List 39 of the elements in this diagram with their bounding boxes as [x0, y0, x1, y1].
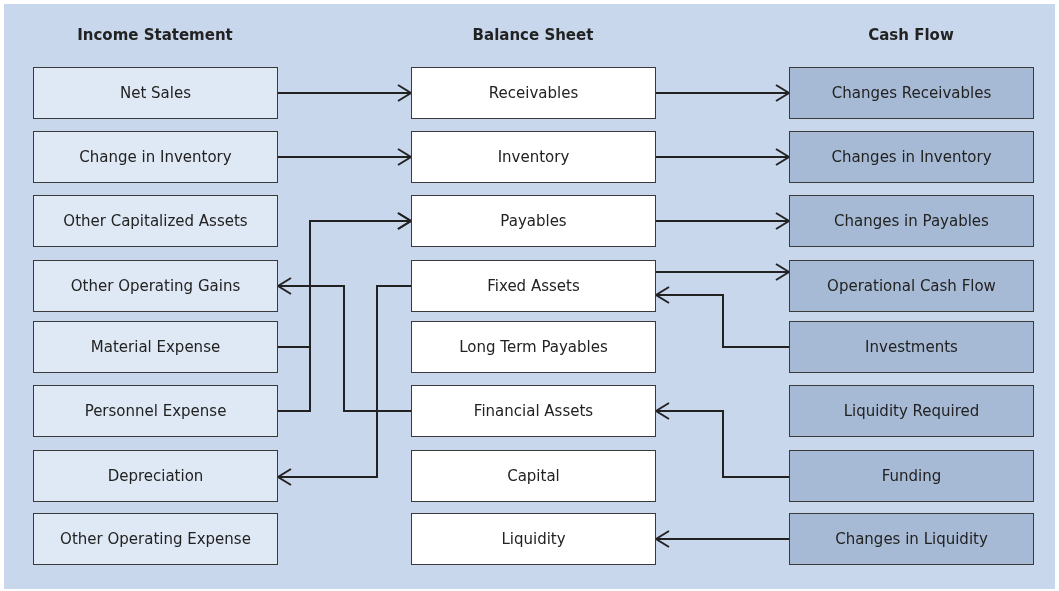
income-item-box: Net Sales [33, 67, 278, 119]
arrow [277, 285, 412, 486]
income-item-box: Depreciation [33, 450, 278, 502]
column-heading: Cash Flow [867, 26, 955, 44]
balance-item-box: Inventory [411, 131, 656, 183]
arrow [655, 212, 790, 230]
cashflow-item-box: Changes in Liquidity [789, 513, 1034, 565]
cashflow-item-box: Funding [789, 450, 1034, 502]
balance-item-box: Long Term Payables [411, 321, 656, 373]
balance-item-box: Financial Assets [411, 385, 656, 437]
arrow [655, 148, 790, 166]
arrow [655, 84, 790, 102]
balance-item-box: Capital [411, 450, 656, 502]
cashflow-item-box: Changes Receivables [789, 67, 1034, 119]
cashflow-item-box: Liquidity Required [789, 385, 1034, 437]
arrow [655, 402, 790, 478]
cashflow-item-box: Investments [789, 321, 1034, 373]
arrow [655, 263, 790, 281]
balance-item-box: Liquidity [411, 513, 656, 565]
arrow [277, 84, 412, 102]
cashflow-item-box: Changes in Payables [789, 195, 1034, 247]
arrow [277, 277, 412, 412]
balance-item-box: Receivables [411, 67, 656, 119]
income-item-box: Material Expense [33, 321, 278, 373]
column-heading: Income Statement [76, 26, 234, 44]
cashflow-item-box: Operational Cash Flow [789, 260, 1034, 312]
arrow [277, 212, 412, 412]
column-heading: Balance Sheet [471, 26, 595, 44]
balance-item-box: Fixed Assets [411, 260, 656, 312]
arrow [655, 286, 790, 348]
balance-item-box: Payables [411, 195, 656, 247]
income-item-box: Other Operating Expense [33, 513, 278, 565]
income-item-box: Other Capitalized Assets [33, 195, 278, 247]
arrow [277, 148, 412, 166]
cashflow-item-box: Changes in Inventory [789, 131, 1034, 183]
income-item-box: Personnel Expense [33, 385, 278, 437]
income-item-box: Change in Inventory [33, 131, 278, 183]
income-item-box: Other Operating Gains [33, 260, 278, 312]
arrow [655, 530, 790, 548]
